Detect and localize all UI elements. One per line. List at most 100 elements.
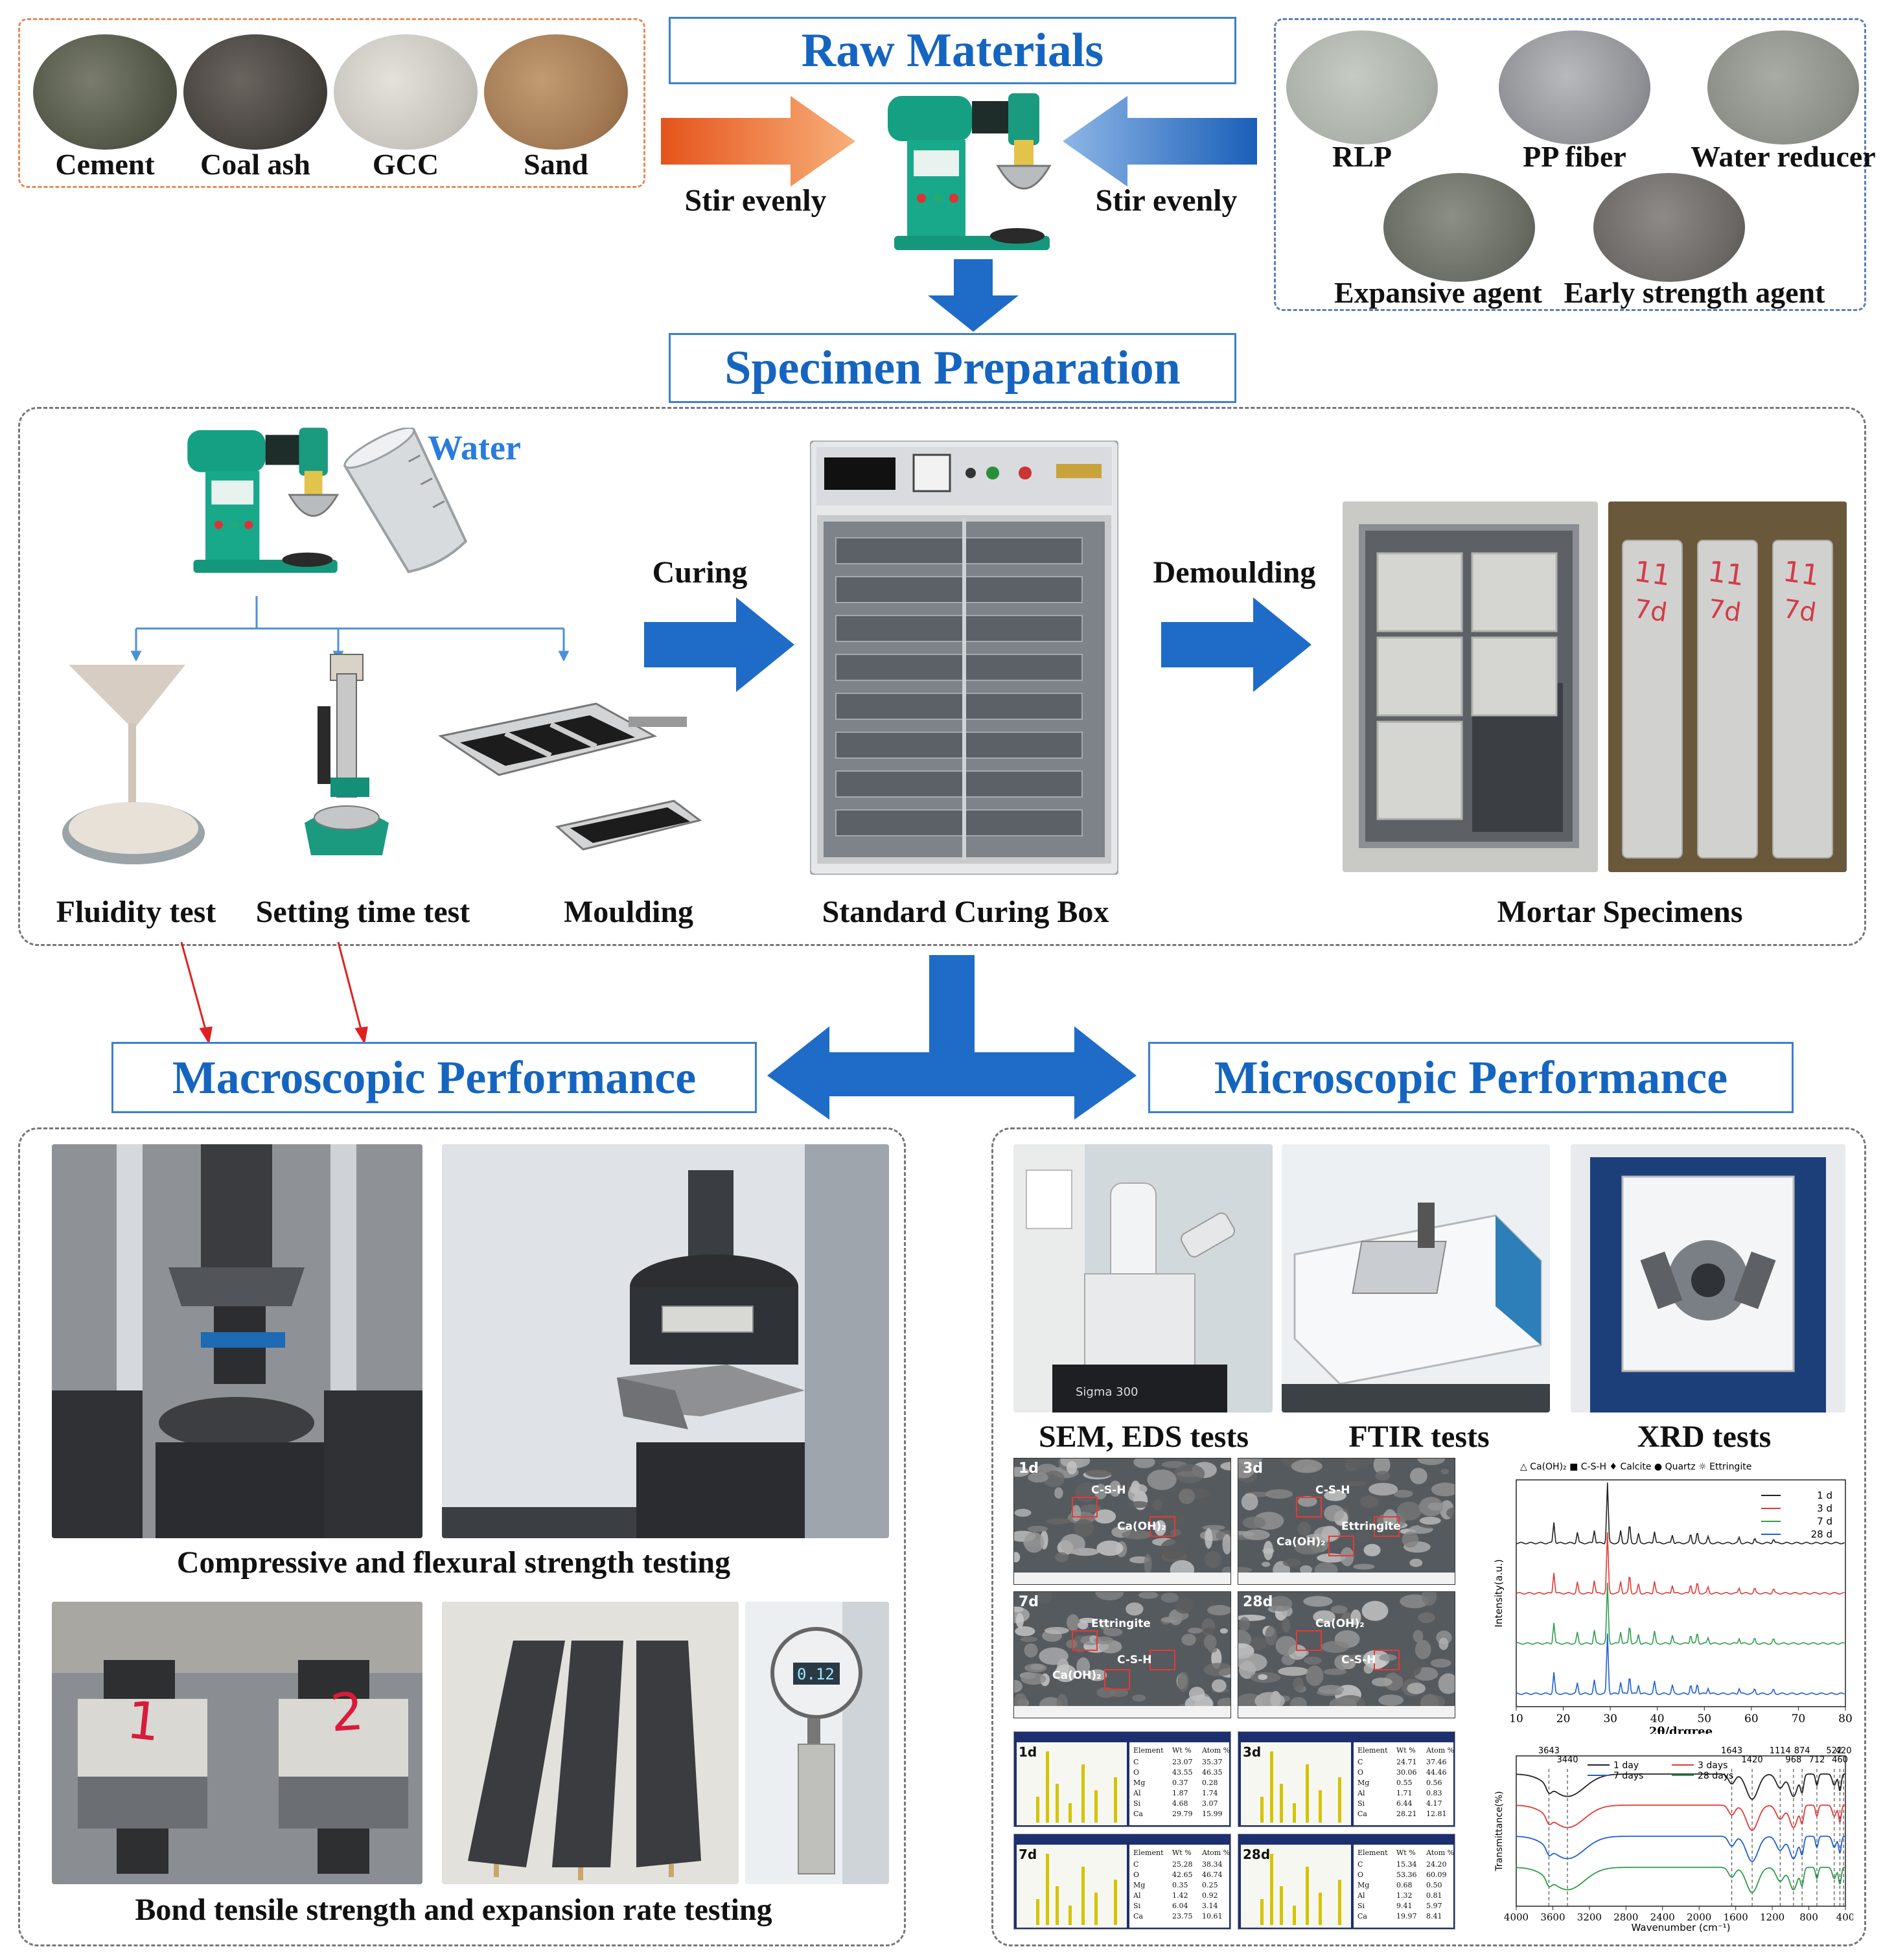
sem-grain <box>1238 1458 1256 1479</box>
xrd-legend-label: 28 d <box>1811 1528 1832 1540</box>
sem-grain <box>1103 1628 1123 1637</box>
sem-phase-label: Ca(OH)₂ <box>1277 1536 1326 1549</box>
sem-grain <box>1254 1692 1286 1710</box>
sem-grain <box>1087 1669 1107 1681</box>
eds-cell: 29.79 <box>1172 1810 1193 1818</box>
sem-grain <box>1122 1530 1152 1539</box>
eds-cell: 19.97 <box>1396 1912 1417 1920</box>
macroscopic-performance-title: Macroscopic Performance <box>111 1042 757 1113</box>
eds-peak <box>1319 1790 1322 1823</box>
sem-grain <box>1282 1617 1291 1633</box>
eds-cell: 6.44 <box>1396 1799 1413 1808</box>
xrd-series-line <box>1516 1482 1845 1545</box>
moulds-image <box>434 678 706 868</box>
sem-region-box <box>1374 1516 1400 1537</box>
eds-peak <box>1056 1784 1059 1823</box>
sem-grain <box>1174 1598 1194 1614</box>
red-arrows-to-macro <box>156 941 389 1044</box>
water-reducer-powder-image <box>1707 30 1859 144</box>
ftir-band-label: 522 <box>1826 1746 1842 1756</box>
eds-cell: O <box>1133 1768 1139 1777</box>
sem-grain <box>1438 1637 1449 1650</box>
eds-cell: C <box>1357 1860 1363 1869</box>
prism-mark-3-top: 11 <box>1781 555 1822 593</box>
sem-micrograph-panel <box>1238 1591 1455 1718</box>
specimen-preparation-title: Specimen Preparation <box>669 333 1236 403</box>
eds-cell: 4.17 <box>1426 1799 1442 1808</box>
eds-cell: 0.68 <box>1396 1881 1413 1889</box>
eds-cell: 4.68 <box>1172 1799 1188 1808</box>
sem-grain <box>1282 1558 1302 1567</box>
eds-peak <box>1280 1784 1283 1823</box>
eds-cell: 25.28 <box>1172 1860 1193 1869</box>
sem-grain <box>1324 1490 1346 1501</box>
eds-header-cell: Atom % <box>1426 1746 1454 1755</box>
sem-grain <box>1384 1672 1404 1691</box>
eds-cell: 44.46 <box>1426 1768 1447 1777</box>
eds-peak <box>1094 1790 1098 1823</box>
ftir-band-label: 1643 <box>1721 1746 1742 1756</box>
water-reducer-label: Water reducer <box>1691 140 1876 173</box>
macroscopic-group <box>18 1127 906 1946</box>
eds-cell: 1.42 <box>1172 1891 1188 1900</box>
sem-grain <box>1383 1509 1397 1528</box>
sem-grain <box>1241 1493 1258 1511</box>
sem-grain <box>1037 1592 1052 1604</box>
eds-cell: 46.74 <box>1202 1871 1223 1879</box>
sem-grain <box>1028 1472 1048 1483</box>
eds-cell: Al <box>1357 1789 1365 1797</box>
eds-cell: 3.07 <box>1202 1799 1218 1808</box>
sem-grain <box>1248 1637 1267 1651</box>
sem-grain <box>1303 1656 1322 1665</box>
sem-age-label: 3d <box>1243 1460 1264 1477</box>
sem-grain <box>1179 1488 1196 1505</box>
sem-grain <box>1353 1563 1375 1570</box>
sem-grain <box>1379 1654 1397 1661</box>
ftir-band-label: 1420 <box>1742 1755 1763 1765</box>
sem-grain <box>1024 1663 1047 1673</box>
sem-grain <box>1419 1516 1441 1525</box>
sem-grain <box>1418 1612 1435 1623</box>
sem-grain <box>1099 1619 1110 1630</box>
eds-peak <box>1293 1906 1296 1925</box>
eds-cell: Si <box>1357 1902 1365 1910</box>
eds-header-cell: Atom % <box>1201 1746 1230 1755</box>
sem-grain <box>1238 1567 1253 1573</box>
demoulding-arrow <box>1161 597 1311 692</box>
sem-grain <box>1413 1630 1424 1643</box>
sem-grain <box>1096 1540 1124 1556</box>
eds-cell: 38.34 <box>1202 1860 1223 1869</box>
right-arrow-icon <box>1161 597 1311 692</box>
sem-grain <box>1363 1664 1374 1674</box>
eds-cell: 23.07 <box>1172 1758 1193 1766</box>
ftir-tick-label: 800 <box>1799 1911 1818 1923</box>
eds-peak <box>1036 1899 1039 1925</box>
raw-materials-title: Raw Materials <box>669 17 1236 84</box>
blue-arrow-icon <box>1063 96 1257 187</box>
eds-peak <box>1260 1899 1264 1925</box>
sem-grain <box>1023 1532 1045 1553</box>
eds-cell: 35.37 <box>1202 1758 1223 1766</box>
sem-grain <box>1207 1605 1230 1616</box>
sem-region-box <box>1296 1630 1322 1651</box>
mortar-specimens-label: Mortar Specimens <box>1497 895 1743 929</box>
raw-materials-left-group: Cement Coal ash GCC Sand <box>18 18 645 188</box>
ftir-ylabel: Transmittance(%) <box>1494 1791 1505 1872</box>
coal-ash-powder-image <box>183 34 327 150</box>
stir-evenly-right-label: Stir evenly <box>1095 183 1238 218</box>
eds-cell: 30.06 <box>1396 1768 1417 1777</box>
sem-grain <box>1242 1516 1266 1529</box>
sem-grain <box>1045 1518 1071 1525</box>
sem-instrument-image <box>1013 1144 1273 1412</box>
sem-grain <box>1027 1525 1048 1532</box>
ftir-band-label: 3440 <box>1556 1755 1578 1765</box>
sand-label: Sand <box>524 148 588 181</box>
eds-age-label: 28d <box>1243 1847 1271 1862</box>
eds-peak <box>1114 1777 1117 1823</box>
bond-mark-1: 1 <box>124 1689 163 1753</box>
sem-grain <box>1066 1639 1078 1649</box>
early-strength-agent-powder-image <box>1593 173 1745 282</box>
sem-grain <box>1060 1534 1085 1554</box>
